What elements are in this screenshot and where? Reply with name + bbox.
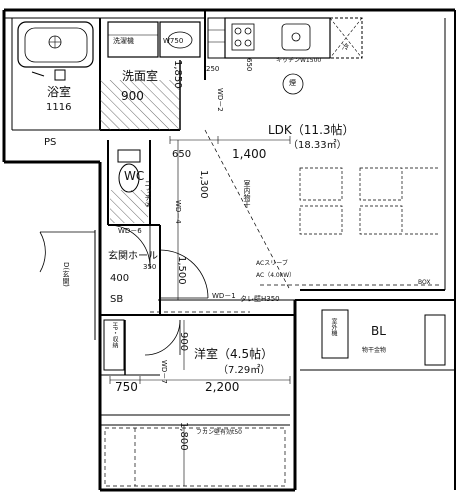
wd2-label: WD－2 [216,88,224,112]
washstand-label: W750 [163,37,184,45]
wash-floor-hatch [100,80,180,130]
indoor-clothes-label: 室内物干 [243,180,251,208]
kitchen-label: キッチンW1500 [276,57,322,64]
ps-label: PS [44,137,57,148]
bed-outline [104,427,286,487]
wc-floor-hatch [110,190,148,223]
toilet [117,149,141,193]
wd4-label: WD－4 [174,200,182,224]
washroom-dim-h: 1,850 [172,60,183,89]
laundry-hardware-label: 物干金物 [362,347,387,354]
sb-label: SB [110,294,124,305]
washroom-dim-w: 900 [121,89,144,103]
dim-1500: 1,500 [176,256,187,285]
hp-storage [103,319,125,371]
entry-label: D(玄関) [62,262,70,287]
ldk-label: LDK（11.3帖） [268,123,355,137]
outdoor-unit [321,309,349,359]
hp-label: HP・収納 [111,322,118,349]
dim-750: 750 [115,380,138,394]
dim-650: 650 [172,149,192,160]
range-hood-symbol [282,73,304,95]
ac-label: AC（4.0kW） [256,272,296,279]
wc-label: WC [124,169,145,183]
heater-unit [424,314,446,366]
ac-sleeve-label: ACスリーブ [256,260,288,267]
washroom-label: 洗面室 [122,69,159,83]
outer-walls [2,8,456,492]
kitchen-counter [224,17,331,59]
interior-walls [11,10,445,426]
outdoor-unit-label: 室外機 [330,318,337,336]
shelf-unit [207,17,226,59]
tare-wall-label: タレ壁H350 [240,295,280,303]
fridge-label: 冷 [342,43,349,51]
bedroom-area: （7.29㎡） [218,365,271,376]
doors [39,224,209,356]
dim-350: 350 [143,263,157,271]
ldk-furniture [299,167,440,235]
bl-label: BL [371,324,386,338]
niche-label: ニッチ② [144,180,152,209]
dim-400: 400 [110,273,130,284]
dim-650-top: 650 [245,58,253,72]
range-hood-label: 煙 [289,79,296,87]
washer-label: 洗濯機 [113,37,134,45]
dim-250: 250 [206,65,220,73]
dim-900: 900 [178,332,189,352]
dim-1300: 1,300 [198,170,209,199]
bath-faucet [31,69,66,81]
dim-1800: 1,800 [178,422,189,451]
bedroom-label: 洋室（4.5帖） [194,347,274,361]
dim-1400: 1,400 [232,147,267,161]
fukan-label: フカン壁有効t50 [196,429,242,436]
bath-label: 浴室 [47,85,72,99]
dimension-lines [109,136,291,486]
wd6-label: WD－6 [118,227,142,235]
wd7-label: WD－7 [160,360,168,384]
wd1-label: WD－1 [212,292,236,300]
reference-lines [150,129,440,313]
hall-label: 玄関ホール [108,251,158,262]
dim-2200: 2,200 [205,380,240,394]
bathtub [17,21,94,68]
ldk-area: （18.33㎡） [288,140,347,151]
fridge [329,17,363,59]
bath-size: 1116 [46,102,72,113]
washstand [159,21,201,58]
box-label: BOX [418,279,431,286]
washer [107,21,159,58]
